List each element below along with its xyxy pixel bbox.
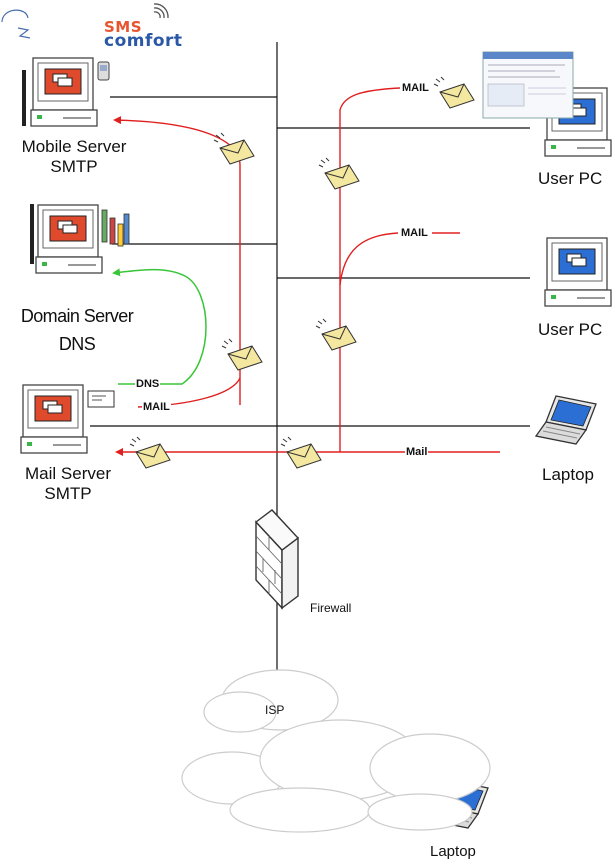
mail-tag-mail-server: MAIL (142, 401, 171, 413)
email-client-screenshot-thumbnail (482, 51, 574, 119)
firewall-icon (254, 509, 300, 610)
mail-envelope-icon (280, 436, 322, 469)
mail-server-protocol: SMTP (44, 484, 92, 504)
mail-tag-top: MAIL (401, 82, 430, 94)
mail-flows (113, 87, 500, 456)
mail-path-to-user-pc-1 (339, 87, 401, 452)
mail-envelope-icon (315, 318, 357, 351)
mobile-server-computer-icon (22, 57, 110, 127)
domain-server-computer-icon (30, 204, 130, 274)
logo-line-1: SMS (104, 18, 143, 36)
domain-server-label: Domain Server DNS (2, 302, 152, 358)
laptop-remote-label: Laptop (430, 843, 476, 860)
domain-server-protocol: DNS (58, 334, 96, 354)
mail-tag-middle: MAIL (400, 227, 429, 239)
logo-line-2: comfort (104, 31, 183, 51)
laptop-lan-icon (535, 395, 597, 445)
mobile-server-label: Mobile Server SMTP (4, 137, 144, 177)
user-pc-2-computer-icon (544, 237, 612, 307)
user-pc-2-label: User PC (538, 320, 603, 339)
dns-tag: DNS (135, 378, 161, 390)
mail-server-name: Mail Server (25, 464, 111, 483)
mail-server-label: Mail Server SMTP (0, 464, 136, 504)
mail-tag-bottom: Mail (405, 446, 429, 458)
isp-label: ISP (265, 703, 285, 717)
mobile-server-name: Mobile Server (21, 137, 127, 156)
network-lines (90, 42, 530, 670)
laptop-lan-label: Laptop (542, 465, 594, 484)
mail-envelope-icon (221, 338, 263, 371)
mail-server-computer-icon (20, 384, 115, 454)
sms-bubble-icon (1, 9, 31, 39)
tools-icon (101, 209, 130, 247)
mail-path-to-user-pc-2 (339, 232, 399, 286)
mail-envelope-icon (129, 436, 171, 469)
mail-envelope-icon (318, 157, 360, 190)
signal-waves-icon (153, 3, 169, 19)
mobile-server-protocol: SMTP (50, 157, 98, 177)
domain-server-name: Domain Server (20, 306, 134, 326)
user-pc-1-label: User PC (538, 169, 603, 188)
sms-comfort-logo: SMS comfort (104, 18, 183, 51)
isp-cloud-icon (181, 669, 491, 833)
firewall-label: Firewall (310, 601, 352, 615)
mail-envelope-icon (433, 76, 475, 109)
mail-envelope-icon (213, 132, 255, 165)
dns-flow-path (112, 268, 207, 385)
